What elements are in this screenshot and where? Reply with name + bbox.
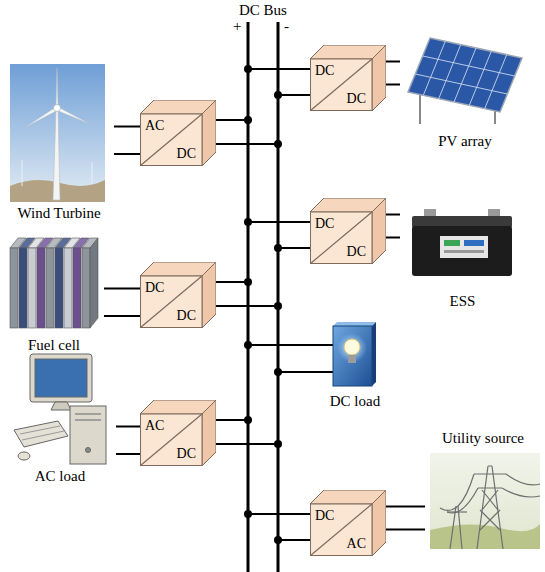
device-label: Wind Turbine xyxy=(17,205,100,222)
power-wire xyxy=(386,215,400,238)
power-wire xyxy=(114,126,140,154)
device-label: DC load xyxy=(330,393,380,410)
bus-wire xyxy=(216,69,334,540)
device-icon: AC load xyxy=(4,350,116,485)
converter-box: DC DC xyxy=(140,262,216,328)
device-label: PV array xyxy=(438,133,491,150)
power-wire xyxy=(386,62,400,85)
converter-box: DC DC xyxy=(310,45,386,111)
converter-type: DC xyxy=(177,446,196,462)
power-wire xyxy=(104,288,140,316)
converter-box: DC DC xyxy=(310,198,386,264)
bus-label: - xyxy=(284,18,289,35)
converter-type: DC xyxy=(177,146,196,162)
converter-type: DC xyxy=(177,308,196,324)
converter-type: AC xyxy=(145,118,164,134)
device-label: AC load xyxy=(35,468,85,485)
device-icon: DC load xyxy=(318,318,392,410)
battery-picture xyxy=(412,209,512,276)
converter-box: AC DC xyxy=(140,400,216,466)
converter-type: DC xyxy=(315,508,334,524)
dc-bus xyxy=(248,22,278,572)
dc-load-picture xyxy=(333,322,376,386)
converter-type: DC xyxy=(145,280,164,296)
device-icon: Utility source xyxy=(425,430,541,555)
pv-array-picture xyxy=(408,38,522,124)
bus-label: + xyxy=(233,18,241,35)
device-label: ESS xyxy=(450,293,476,310)
junction-dot xyxy=(244,65,282,544)
power-wire xyxy=(386,507,425,530)
converter-type: DC xyxy=(347,91,366,107)
computer-picture xyxy=(14,354,106,464)
converter-type: DC xyxy=(315,216,334,232)
converter-type: DC xyxy=(315,63,334,79)
power-wire xyxy=(116,426,140,454)
device-label: Utility source xyxy=(442,430,524,447)
bus-label: DC Bus xyxy=(239,2,287,19)
device-icon: Wind Turbine xyxy=(4,60,114,222)
fuel-cell-picture xyxy=(10,238,98,328)
converter-box: AC DC xyxy=(140,100,216,166)
device-label: Fuel cell xyxy=(28,337,80,354)
device-icon: Fuel cell xyxy=(4,232,104,354)
utility-grid-picture xyxy=(430,453,540,549)
converter-type: AC xyxy=(347,536,366,552)
converter-box: DC AC xyxy=(310,490,386,556)
device-icon: ESS xyxy=(400,200,525,310)
device-icon: PV array xyxy=(400,30,530,150)
wind-turbine-picture xyxy=(10,64,105,202)
converter-type: DC xyxy=(347,244,366,260)
converter-type: AC xyxy=(145,418,164,434)
